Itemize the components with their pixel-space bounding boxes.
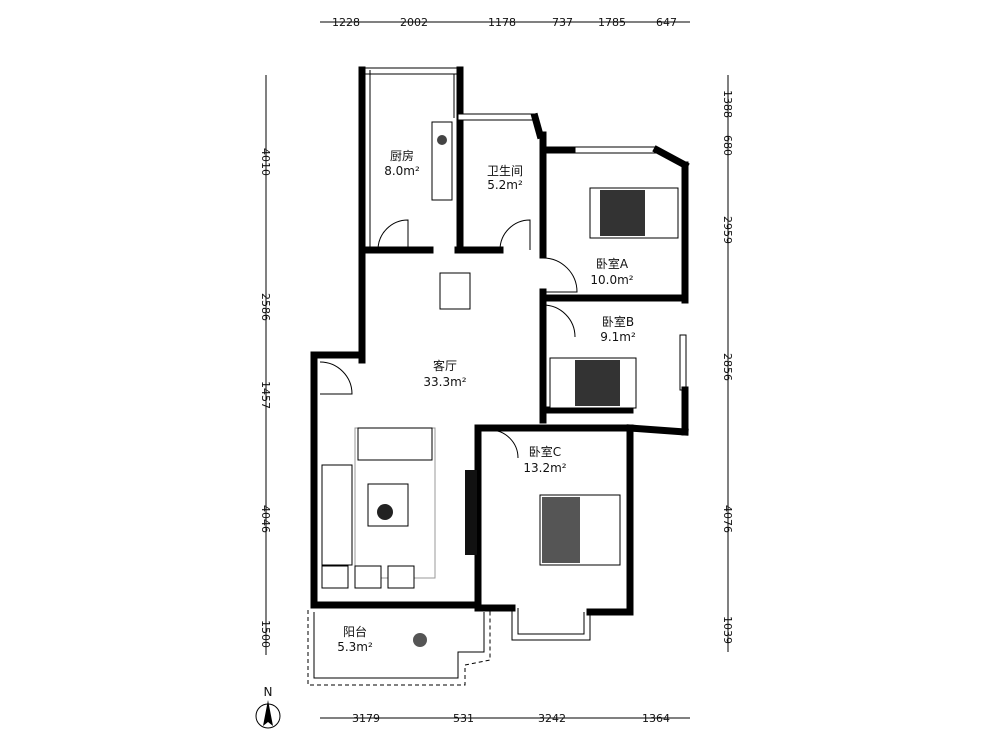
right-dimensions: 1388 680 2959 2856 4076 1039 bbox=[721, 75, 734, 652]
bathroom-area: 5.2m² bbox=[487, 178, 523, 192]
dim-left-3: 1457 bbox=[259, 381, 272, 409]
dim-top-3: 1178 bbox=[488, 16, 516, 29]
dim-left-4: 4046 bbox=[259, 505, 272, 533]
dim-right-4: 2856 bbox=[721, 353, 734, 381]
dim-left-5: 1500 bbox=[259, 620, 272, 648]
dim-right-3: 2959 bbox=[721, 216, 734, 244]
balcony-name: 阳台 bbox=[343, 624, 367, 639]
bedroom-b-area: 9.1m² bbox=[600, 330, 636, 344]
bedroom-a-area: 10.0m² bbox=[590, 273, 633, 287]
top-dimensions: 1228 2002 1178 737 1785 647 bbox=[320, 16, 690, 29]
living-area: 33.3m² bbox=[423, 375, 466, 389]
dim-bottom-2: 531 bbox=[453, 712, 474, 725]
bedroom-c-area: 13.2m² bbox=[523, 461, 566, 475]
dim-left-2: 2586 bbox=[259, 293, 272, 321]
living-name: 客厅 bbox=[433, 358, 457, 373]
dim-top-1: 1228 bbox=[332, 16, 360, 29]
dim-right-6: 1039 bbox=[721, 616, 734, 644]
bathroom-name: 卫生间 bbox=[487, 164, 523, 178]
dim-top-5: 1785 bbox=[598, 16, 626, 29]
room-labels: 厨房 8.0m² 卫生间 5.2m² 卧室A 10.0m² 卧室B 9.1m² … bbox=[337, 148, 636, 654]
dim-bottom-4: 1364 bbox=[642, 712, 670, 725]
dim-top-2: 2002 bbox=[400, 16, 428, 29]
dim-right-2: 680 bbox=[721, 135, 734, 156]
dim-bottom-3: 3242 bbox=[538, 712, 566, 725]
dim-top-4: 737 bbox=[552, 16, 573, 29]
doors bbox=[319, 219, 578, 459]
dim-right-1: 1388 bbox=[721, 90, 734, 118]
walls bbox=[307, 66, 690, 686]
furniture bbox=[321, 121, 679, 647]
kitchen-area: 8.0m² bbox=[384, 164, 420, 178]
dim-left-1: 4010 bbox=[259, 148, 272, 176]
dim-right-5: 4076 bbox=[721, 505, 734, 533]
balcony-area: 5.3m² bbox=[337, 640, 373, 654]
compass-label: N bbox=[264, 685, 273, 699]
left-dimensions: 4010 2586 1457 4046 1500 bbox=[259, 75, 272, 655]
bedroom-b-name: 卧室B bbox=[602, 314, 634, 329]
bedroom-a-name: 卧室A bbox=[596, 256, 629, 271]
bedroom-c-name: 卧室C bbox=[529, 444, 561, 459]
dim-top-6: 647 bbox=[656, 16, 677, 29]
north-arrow-icon: N bbox=[255, 685, 281, 729]
dim-bottom-1: 3179 bbox=[352, 712, 380, 725]
kitchen-name: 厨房 bbox=[390, 148, 414, 163]
bottom-dimensions: 3179 531 3242 1364 bbox=[320, 712, 690, 725]
